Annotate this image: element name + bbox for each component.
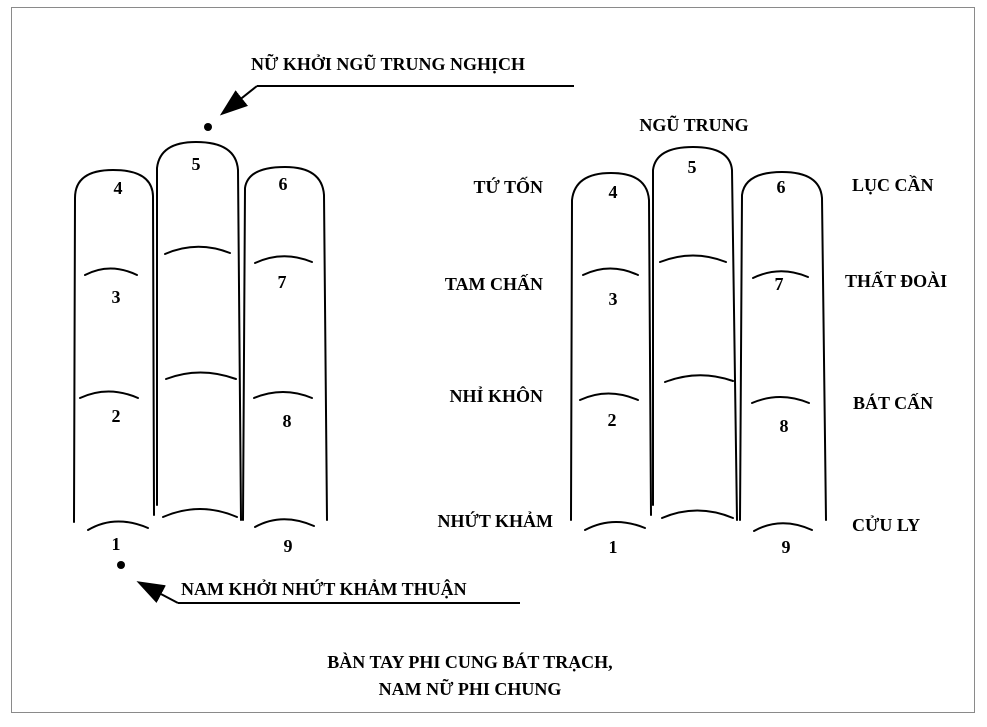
caption-line-2: NAM NỮ PHI CHUNG (379, 678, 562, 699)
annotation-female-start: NỮ KHỞI NGŨ TRUNG NGHỊCH (251, 53, 525, 74)
left-num-9: 9 (284, 536, 293, 556)
right-finger-index (740, 172, 826, 520)
arrow-top-head (223, 86, 257, 113)
label-nhut-kham: NHỨT KHẢM (438, 510, 554, 531)
right-num-7: 7 (775, 274, 784, 294)
left-knuckle-2 (80, 392, 138, 399)
right-hand: 4 5 6 3 7 2 8 1 9 (571, 147, 826, 557)
right-knuckle-5a (660, 256, 726, 263)
right-num-4: 4 (609, 182, 618, 202)
label-bat-can: BÁT CẤN (853, 392, 933, 413)
left-num-1: 1 (112, 534, 121, 554)
right-num-1: 1 (609, 537, 618, 557)
left-num-4: 4 (114, 178, 123, 198)
left-num-5: 5 (192, 154, 201, 174)
label-ngu-trung: NGŨ TRUNG (639, 114, 748, 135)
left-num-8: 8 (283, 411, 292, 431)
right-knuckle-1 (585, 522, 645, 530)
right-num-6: 6 (777, 177, 786, 197)
start-dot-female (204, 123, 212, 131)
left-finger-index (243, 167, 327, 520)
left-num-7: 7 (278, 272, 287, 292)
right-knuckle-5b (665, 375, 733, 382)
left-num-6: 6 (279, 174, 288, 194)
right-knuckle-9 (754, 523, 812, 531)
left-num-2: 2 (112, 406, 121, 426)
right-finger-ring (571, 173, 651, 520)
right-finger-middle (653, 147, 737, 520)
left-finger-middle (157, 142, 241, 520)
label-luc-can: LỤC CẦN (852, 174, 934, 195)
label-nhi-khon: NHỈ KHÔN (449, 385, 543, 406)
right-num-3: 3 (609, 289, 618, 309)
caption-line-1: BÀN TAY PHI CUNG BÁT TRẠCH, (327, 651, 612, 672)
left-num-3: 3 (112, 287, 121, 307)
annotation-male-start: NAM KHỞI NHỨT KHẢM THUẬN (181, 578, 467, 599)
left-knuckle-5a (165, 247, 230, 254)
right-num-9: 9 (782, 537, 791, 557)
left-knuckle-5c (163, 509, 237, 517)
right-knuckle-3 (583, 269, 638, 276)
start-dot-male (117, 561, 125, 569)
left-knuckle-9 (255, 519, 314, 527)
right-num-8: 8 (780, 416, 789, 436)
left-knuckle-7 (255, 256, 312, 263)
left-knuckle-1 (88, 521, 148, 530)
label-that-doai: THẤT ĐOÀI (845, 270, 947, 291)
right-num-2: 2 (608, 410, 617, 430)
label-tu-ton: TỨ TỐN (473, 176, 543, 197)
label-tam-chan: TAM CHẤN (445, 273, 543, 294)
left-knuckle-3 (85, 269, 137, 276)
right-knuckle-8 (752, 397, 809, 403)
left-finger-ring (74, 170, 154, 522)
label-cuu-ly: CỬU LY (852, 514, 920, 535)
right-num-5: 5 (688, 157, 697, 177)
right-knuckle-5c (662, 511, 733, 519)
arrow-bottom-head (140, 583, 178, 603)
left-knuckle-5b (166, 373, 236, 380)
right-knuckle-2 (580, 394, 638, 401)
left-knuckle-8 (254, 392, 312, 398)
